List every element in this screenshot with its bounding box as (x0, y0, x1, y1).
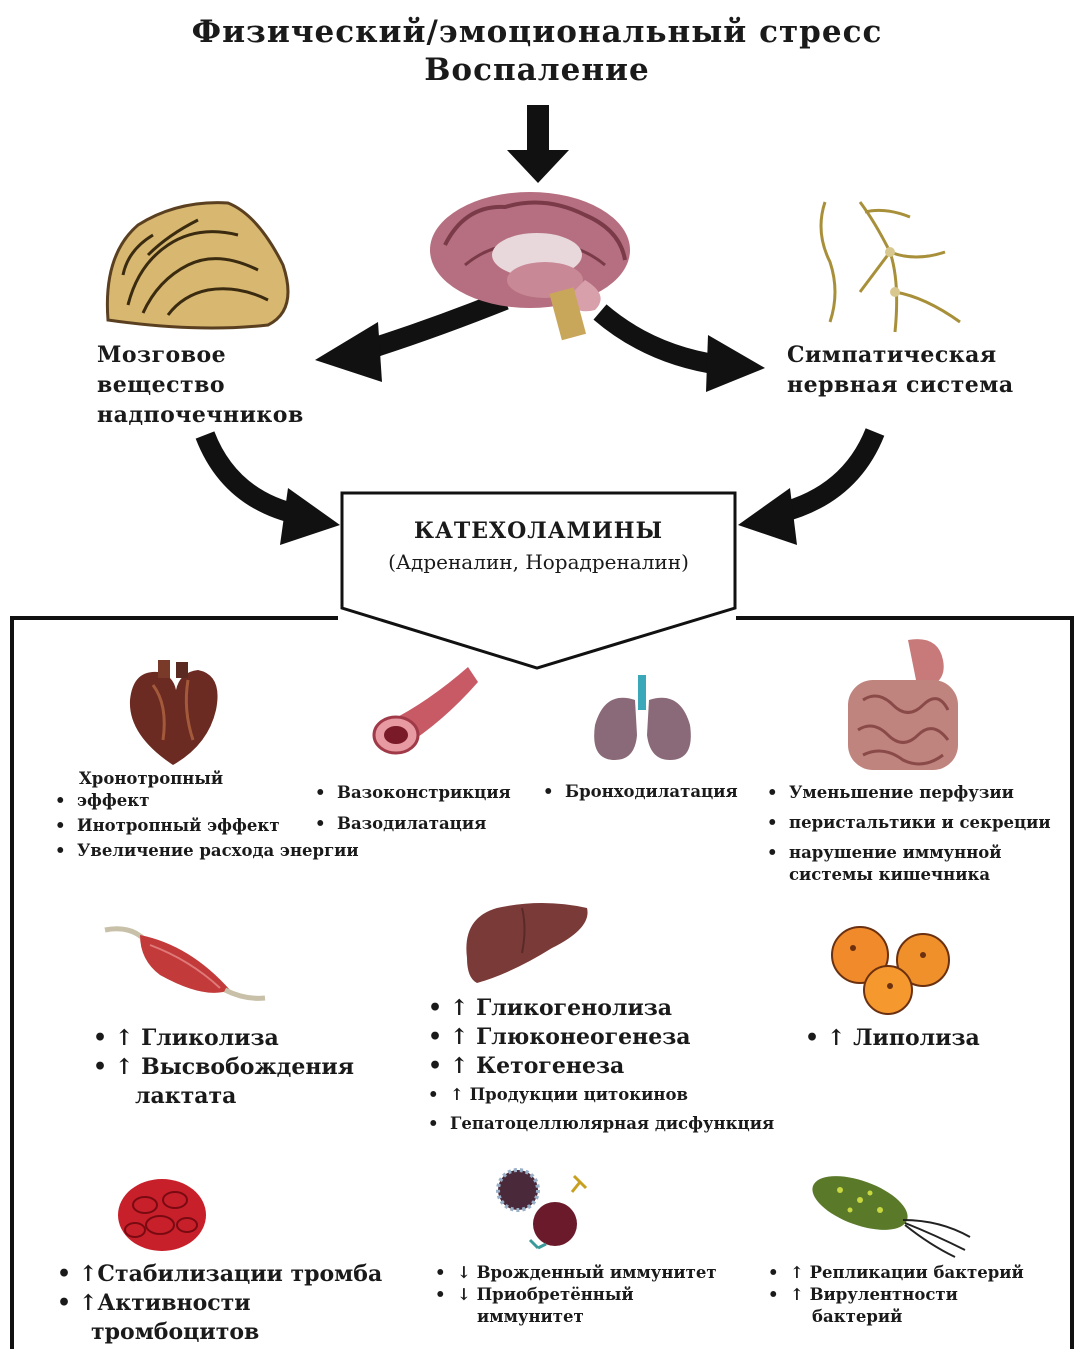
clot-effect-item: ↑Стабилизации тромба (57, 1260, 382, 1289)
bacterium-icon (805, 1165, 975, 1260)
lungs-effect-item: Бронходилатация (543, 781, 738, 803)
clot-effects: ↑Стабилизации тромба ↑Активности тромбоц… (57, 1260, 382, 1347)
immune-effect-item: ↓ Приобретённый (435, 1284, 717, 1306)
bacteria-effect-line: бактерий (768, 1306, 1024, 1328)
vessel-effect-item: Вазоконстрикция (315, 782, 511, 804)
heart-effect-line: Хронотропный (55, 768, 359, 790)
gut-effect-item: перистальтики и секреции (767, 812, 1051, 834)
bacteria-effect-item: ↑ Вирулентности (768, 1284, 1024, 1306)
immune-effect-line: иммунитет (435, 1306, 717, 1328)
liver-effect-item: ↑ Продукции цитокинов (428, 1081, 774, 1109)
liver-effect-item: ↑ Глюконеогенеза (428, 1023, 774, 1052)
vessel-effects: Вазоконстрикция Вазодилатация (315, 782, 511, 835)
liver-effect-item: ↑ Кетогенеза (428, 1052, 774, 1081)
arrow-down-head (507, 150, 569, 183)
heart-effect-item: Увеличение расхода энергии (55, 840, 359, 862)
fat-cells-icon (828, 920, 953, 1015)
vessel-effect-item: Вазодилатация (315, 813, 511, 835)
lungs-icon (585, 675, 700, 765)
catecholamines-label: КАТЕХОЛАМИНЫ (Адреналин, Норадреналин) (342, 518, 735, 574)
intestines-icon (838, 635, 963, 775)
immune-cells-icon (490, 1162, 590, 1257)
gut-effect-line: системы кишечника (767, 864, 1051, 886)
muscle-effect-line: лактата (93, 1082, 354, 1111)
adrenal-medulla-icon (98, 195, 298, 335)
heart-icon (118, 660, 228, 770)
sympathetic-label: Симпатическая нервная система (787, 340, 1014, 400)
muscle-effect-item: ↑ Гликолиза (93, 1024, 354, 1053)
blood-clot-icon (115, 1175, 210, 1255)
bacteria-effects: ↑ Репликации бактерий ↑ Вирулентности ба… (768, 1262, 1024, 1328)
gut-effect-item: нарушение иммунной (767, 842, 1051, 864)
immune-effect-item: ↓ Врожденный иммунитет (435, 1262, 717, 1284)
heart-effect-item: Инотропный эффект (55, 815, 359, 837)
blood-vessel-icon (368, 662, 483, 757)
adrenal-label: Мозговое вещество надпочечников (97, 340, 304, 430)
clot-effect-item: ↑Активности (57, 1289, 382, 1318)
fat-effects: ↑ Липолиза (805, 1024, 980, 1053)
muscle-effects: ↑ Гликолиза ↑ Высвобождения лактата (93, 1024, 354, 1111)
heart-effects: Хронотропный эффект Инотропный эффект Ув… (55, 768, 359, 862)
heart-effect-item: эффект (55, 790, 359, 812)
liver-effect-item: ↑ Гликогенолиза (428, 994, 774, 1023)
muscle-effect-item: ↑ Высвобождения (93, 1053, 354, 1082)
brain-icon (425, 185, 640, 345)
clot-effect-line: тромбоцитов (57, 1318, 382, 1347)
immune-effects: ↓ Врожденный иммунитет ↓ Приобретённый и… (435, 1262, 717, 1328)
liver-effects: ↑ Гликогенолиза ↑ Глюконеогенеза ↑ Кетог… (428, 994, 774, 1139)
gut-effects: Уменьшение перфузии перистальтики и секр… (767, 782, 1051, 886)
liver-effect-item: Гепатоцеллюлярная дисфункция (428, 1109, 774, 1139)
gut-effect-item: Уменьшение перфузии (767, 782, 1051, 804)
fat-effect-item: ↑ Липолиза (805, 1024, 980, 1053)
lungs-effects: Бронходилатация (543, 781, 738, 803)
bacteria-effect-item: ↑ Репликации бактерий (768, 1262, 1024, 1284)
sympathetic-nerve-icon (805, 192, 975, 342)
liver-icon (462, 898, 592, 988)
muscle-icon (100, 920, 270, 1010)
arrow-down-shaft (527, 105, 549, 153)
